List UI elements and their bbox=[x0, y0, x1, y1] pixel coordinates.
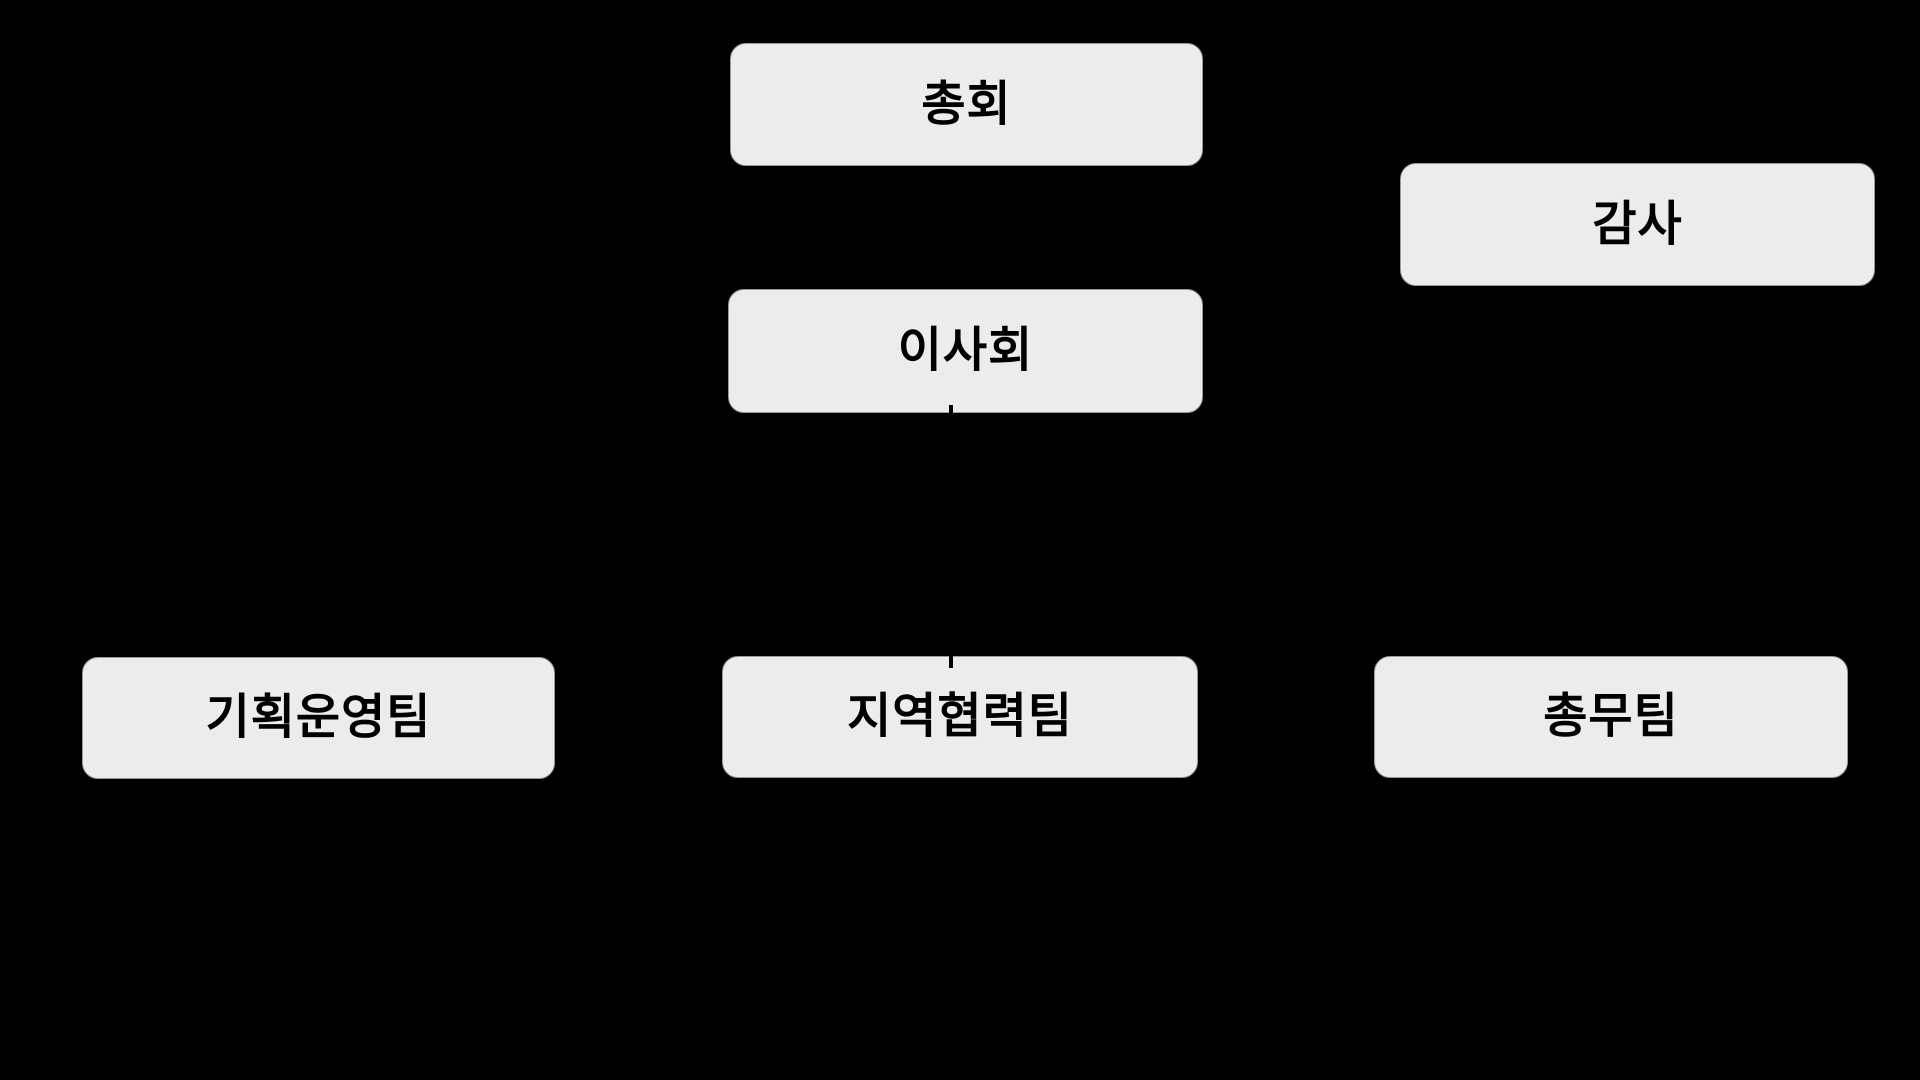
node-board: 이사회 bbox=[728, 289, 1203, 413]
node-general-affairs-team-label: 총무팀 bbox=[1543, 690, 1679, 743]
node-planning-ops-team-label: 기획운영팀 bbox=[205, 691, 432, 744]
node-general-assembly-label: 총회 bbox=[921, 77, 1012, 131]
node-auditor-label: 감사 bbox=[1592, 197, 1683, 251]
node-general-assembly: 총회 bbox=[730, 43, 1203, 166]
node-general-affairs-team: 총무팀 bbox=[1374, 656, 1848, 778]
node-board-label: 이사회 bbox=[897, 324, 1034, 377]
node-auditor: 감사 bbox=[1400, 163, 1875, 286]
node-regional-coop-team-label: 지역협력팀 bbox=[847, 690, 1073, 743]
node-regional-coop-team: 지역협력팀 bbox=[722, 656, 1198, 778]
connector-board-to-regional-coop-line bbox=[949, 405, 953, 668]
node-planning-ops-team: 기획운영팀 bbox=[82, 657, 555, 779]
